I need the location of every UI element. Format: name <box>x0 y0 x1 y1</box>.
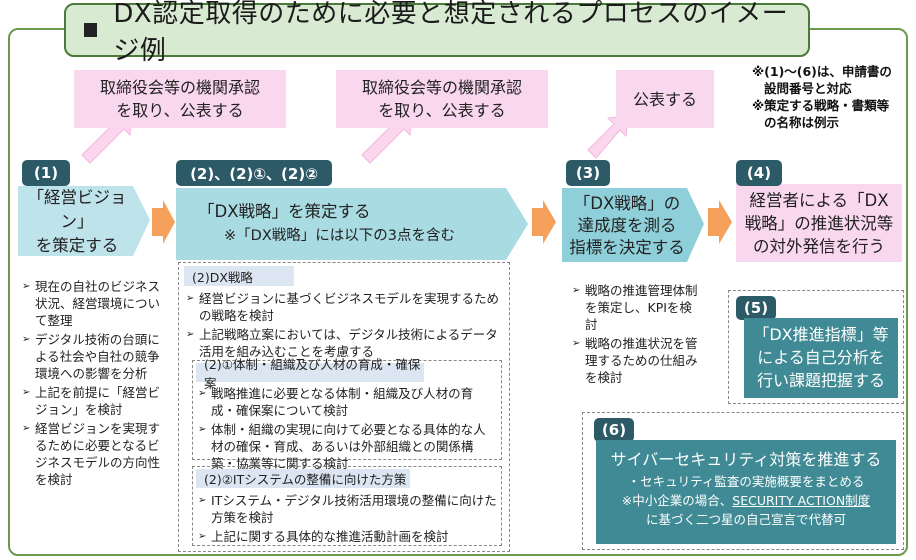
list-item: 上記戦略立案においては、デジタル技術によるデータ活用を組み込むことを考慮する <box>186 326 502 360</box>
org-label: (2)①体制・組織及び人材の育成・確保案 <box>196 357 424 391</box>
stage3-line2: 達成度を測る <box>577 216 677 235</box>
stage3-shape <box>562 188 704 262</box>
box6-line1: ・セキュリティ監査の実施概要をまとめる <box>627 474 865 489</box>
notes-block: ※(1)～(6)は、申請書の 設問番号と対応 ※策定する戦略・書類等 の名称は例… <box>752 63 912 131</box>
tag-6: (6) <box>594 418 634 442</box>
security-action-link[interactable]: SECURITY ACTION制度 <box>732 493 871 508</box>
stage2-shape <box>176 188 528 260</box>
tag-1: (1) <box>22 160 70 186</box>
box6-container <box>582 412 904 550</box>
square-bullet-icon <box>84 23 98 37</box>
box5: 「DX推進指標」等 による自己分析を 行い課題把握する <box>744 318 898 398</box>
stage3-text: 「DX戦略」の 達成度を測る 指標を決定する <box>562 190 692 262</box>
note-line-2: 設問番号と対応 <box>764 81 852 96</box>
box6-heading: サイバーセキュリティ対策を推進する <box>610 450 882 469</box>
list-item: ITシステム・デジタル技術活用環境の整備に向けた方策を検討 <box>198 492 498 526</box>
dx-strategy-label: (2)DX戦略 <box>184 266 294 286</box>
note-line-3: ※策定する戦略・書類等 <box>752 98 890 113</box>
box6-line2-pre: ※中小企業の場合、 <box>621 493 733 508</box>
list-item: 経営ビジョンに基づくビジネスモデルを実現するための戦略を検討 <box>186 290 502 324</box>
it-label: (2)②ITシステムの整備に向けた方策 <box>196 469 410 488</box>
list-item: 経営ビジョンを実現するために必要となるビジネスモデルの方向性を検討 <box>22 420 172 488</box>
tag-2: (2)、(2)①、(2)② <box>176 160 332 186</box>
approval-box-2: 取締役会等の機関承認 を取り、公表する <box>336 70 548 128</box>
stage1-line2: を策定する <box>35 236 119 255</box>
stage4-line2: 戦略」の推進状況等 <box>744 213 894 233</box>
approval-box-2-line1: 取締役会等の機関承認 <box>361 78 522 97</box>
box5-container <box>728 290 904 404</box>
note-line-4: の名称は例示 <box>764 115 840 130</box>
approval-box-1: 取締役会等の機関承認 を取り、公表する <box>74 70 286 128</box>
list-item: 戦略の推進管理体制を策定し、KPIを検討 <box>572 282 700 333</box>
list-item: 戦略の推進状況を管理するための仕組みを検討 <box>572 335 700 386</box>
stage2-text: 「DX戦略」を策定する ※「DX戦略」には以下の3点を含む <box>196 200 516 256</box>
dx-strategy-container <box>178 262 510 552</box>
stage4-line1: 経営者による「DX <box>749 190 889 210</box>
page-title: DX認定取得のために必要と想定されるプロセスのイメージ例 <box>113 0 789 66</box>
it-bullets: ITシステム・デジタル技術活用環境の整備に向けた方策を検討 上記に関する具体的な… <box>198 492 498 547</box>
list-item: 上記に関する具体的な推進活動計画を検討 <box>198 528 498 545</box>
box5-line2: による自己分析を <box>757 348 885 367</box>
publish-box: 公表する <box>616 70 714 128</box>
tag-4: (4) <box>736 160 782 186</box>
stage4-line3: の対外発信を行う <box>753 236 885 256</box>
list-item: 上記を前提に「経営ビジョン」を検討 <box>22 384 172 418</box>
note-line-1: ※(1)～(6)は、申請書の <box>752 64 892 79</box>
stage1-shape <box>18 186 150 256</box>
approval-box-2-line2: を取り、公表する <box>378 101 506 120</box>
stage3-line1: 「DX戦略」の <box>573 194 681 213</box>
dx-strategy-bullets: 経営ビジョンに基づくビジネスモデルを実現するための戦略を検討 上記戦略立案におい… <box>186 290 502 362</box>
stage4-shape <box>736 184 902 262</box>
col3-bullets: 戦略の推進管理体制を策定し、KPIを検討 戦略の推進状況を管理するための仕組みを… <box>572 282 700 388</box>
stage1-line1: 「経営ビジョン」 <box>27 188 127 231</box>
orange-arrow-3 <box>708 200 732 244</box>
tag-3: (3) <box>566 160 610 186</box>
list-item: デジタル技術の台頭による社会や自社の競争環境への影響を分析 <box>22 331 172 382</box>
stage3-line3: 指標を決定する <box>569 238 685 257</box>
stage2-line1: 「DX戦略」を策定する <box>198 202 371 221</box>
orange-arrow-2 <box>532 200 556 244</box>
tag-5: (5) <box>736 296 776 320</box>
stage4-text: 経営者による「DX 戦略」の推進状況等 の対外発信を行う <box>736 184 902 262</box>
box6: サイバーセキュリティ対策を推進する ・セキュリティ監査の実施概要をまとめる ※中… <box>596 440 896 544</box>
list-item: 現在の自社のビジネス状況、経営環境について整理 <box>22 278 172 329</box>
it-container <box>192 466 502 546</box>
col1-bullets: 現在の自社のビジネス状況、経営環境について整理 デジタル技術の台頭による社会や自… <box>22 278 172 490</box>
list-item: 戦略推進に必要となる体制・組織及び人材の育成・確保案について検討 <box>198 385 498 419</box>
box6-line3: に基づく二つ星の自己宣言で代替可 <box>645 512 846 527</box>
stage2-line2: ※「DX戦略」には以下の3点を含む <box>224 228 455 244</box>
approval-box-1-line2: を取り、公表する <box>116 101 244 120</box>
publish-box-label: 公表する <box>632 89 697 109</box>
stage1-text: 「経営ビジョン」 を策定する <box>18 188 136 255</box>
title-banner: DX認定取得のために必要と想定されるプロセスのイメージ例 <box>64 0 810 66</box>
box5-line3: 行い課題把握する <box>756 371 885 390</box>
approval-box-1-line1: 取締役会等の機関承認 <box>99 78 260 97</box>
list-item: 体制・組織の実現に向けて必要となる具体的な人材の確保・育成、あるいは外部組織との… <box>198 421 498 472</box>
org-bullets: 戦略推進に必要となる体制・組織及び人材の育成・確保案について検討 体制・組織の実… <box>198 385 498 474</box>
box5-line1: 「DX推進指標」等 <box>753 325 889 344</box>
orange-arrow-1 <box>152 200 175 244</box>
